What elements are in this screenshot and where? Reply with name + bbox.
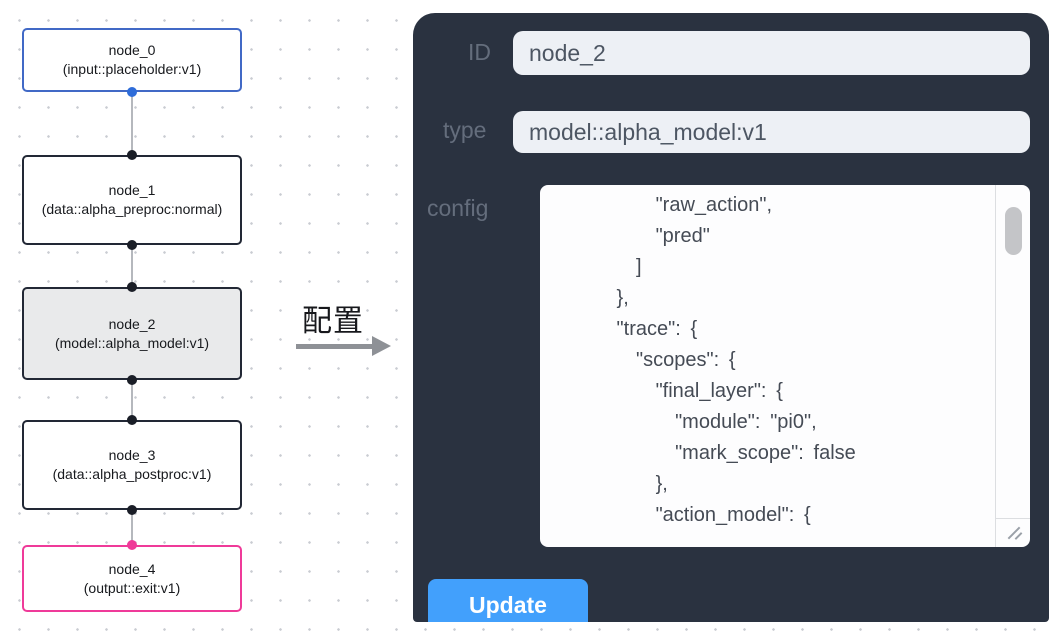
node-subtitle: (output::exit:v1) bbox=[83, 579, 181, 596]
id-input[interactable] bbox=[513, 31, 1030, 75]
edge-node_3-node_4 bbox=[131, 510, 133, 546]
node-title: node_1 bbox=[108, 182, 156, 198]
config-editor[interactable]: "raw_action", "pred" ] }, "trace": { "sc… bbox=[540, 185, 1030, 547]
right-arrow-icon bbox=[296, 344, 372, 349]
update-button[interactable]: Update bbox=[428, 579, 588, 622]
port-in-node_4[interactable] bbox=[127, 540, 137, 550]
node-title: node_4 bbox=[108, 560, 156, 577]
scrollbar-corner-divider bbox=[996, 518, 1030, 519]
config-annotation-label: 配置 bbox=[302, 305, 364, 338]
edge-node_0-node_1 bbox=[131, 92, 133, 155]
id-label: ID bbox=[468, 39, 491, 65]
edge-node_1-node_2 bbox=[131, 245, 133, 288]
type-label: type bbox=[443, 117, 487, 143]
scrollbar-track bbox=[995, 185, 996, 547]
flow-node-node_0[interactable]: node_0 (input::placeholder:v1) bbox=[22, 28, 242, 92]
resize-handle-icon[interactable] bbox=[1004, 523, 1026, 543]
port-out-node_1[interactable] bbox=[127, 240, 137, 250]
flow-node-node_2[interactable]: node_2 (model::alpha_model:v1) bbox=[22, 287, 242, 380]
flow-node-node_4[interactable]: node_4 (output::exit:v1) bbox=[22, 545, 242, 612]
edge-node_2-node_3 bbox=[131, 380, 133, 421]
node-subtitle: (data::alpha_preproc:normal) bbox=[41, 201, 223, 217]
scrollbar-thumb[interactable] bbox=[1005, 207, 1022, 255]
node-title: node_0 bbox=[108, 42, 156, 58]
node-subtitle: (model::alpha_model:v1) bbox=[54, 334, 210, 351]
node-subtitle: (data::alpha_postproc:v1) bbox=[52, 466, 212, 482]
port-in-node_3[interactable] bbox=[127, 415, 137, 425]
port-out-node_3[interactable] bbox=[127, 505, 137, 515]
port-out-node_2[interactable] bbox=[127, 375, 137, 385]
type-input[interactable] bbox=[513, 111, 1030, 153]
node-subtitle: (input::placeholder:v1) bbox=[62, 61, 202, 77]
port-in-node_1[interactable] bbox=[127, 150, 137, 160]
node-title: node_2 bbox=[108, 315, 156, 332]
right-arrow-head-icon bbox=[372, 336, 391, 356]
node-config-panel: ID type config "raw_action", "pred" ] },… bbox=[413, 13, 1049, 622]
node-title: node_3 bbox=[108, 447, 156, 463]
port-in-node_2[interactable] bbox=[127, 282, 137, 292]
config-label: config bbox=[427, 195, 489, 221]
flow-node-node_1[interactable]: node_1 (data::alpha_preproc:normal) bbox=[22, 155, 242, 245]
port-out-node_0[interactable] bbox=[127, 87, 137, 97]
config-json-text[interactable]: "raw_action", "pred" ] }, "trace": { "sc… bbox=[616, 194, 856, 526]
flow-node-node_3[interactable]: node_3 (data::alpha_postproc:v1) bbox=[22, 420, 242, 510]
